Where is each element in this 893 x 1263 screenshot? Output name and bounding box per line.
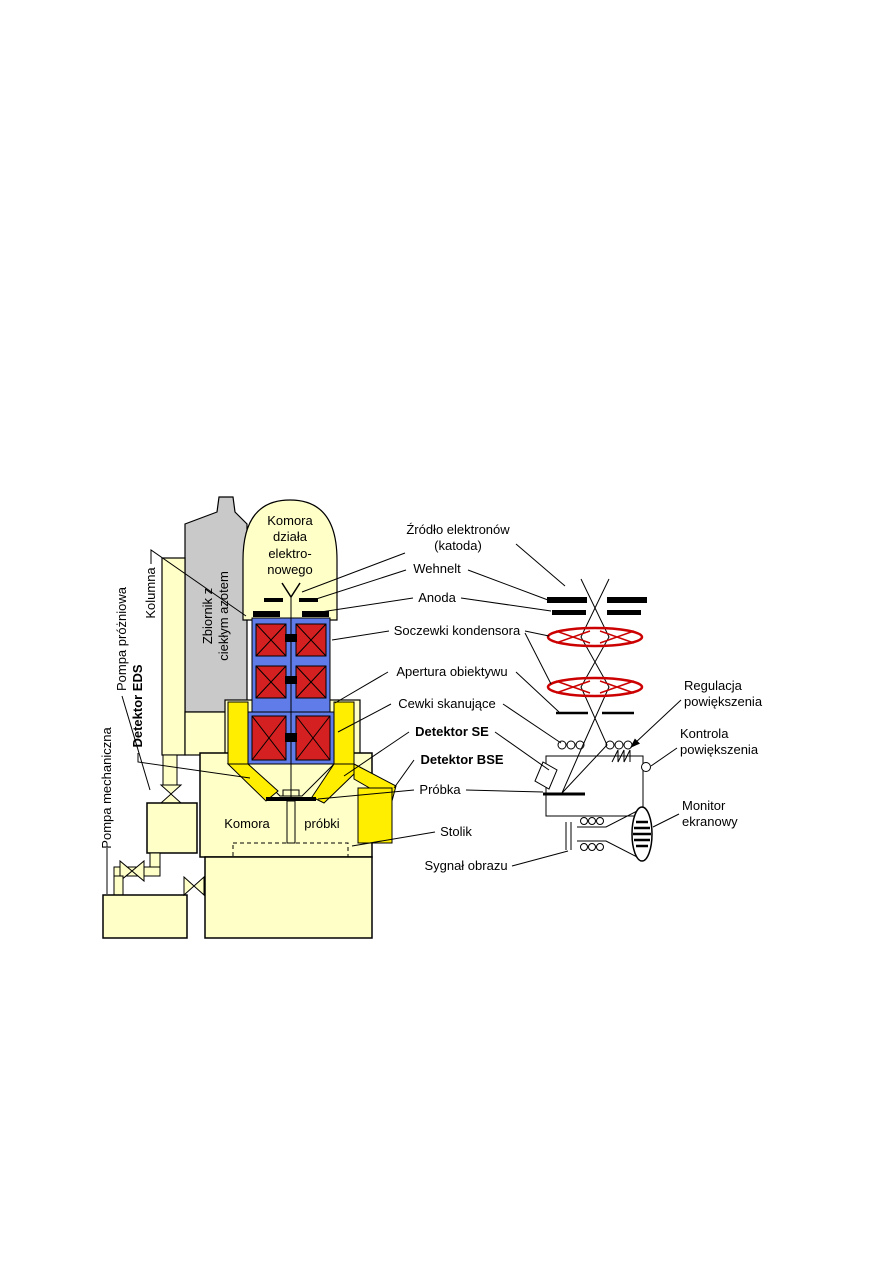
label-probka: Próbka — [419, 782, 461, 797]
gun-chamber-shape — [242, 499, 338, 621]
detectors — [226, 701, 397, 844]
label-gun-chamber: Komora działa elektro- nowego — [267, 513, 313, 578]
eds-detector-shape — [226, 763, 279, 802]
electron-beam-path — [561, 578, 610, 794]
electron-beam-path — [561, 578, 610, 794]
label-soczewki-kondensora: Soczewki kondensora — [393, 623, 521, 638]
label-pompa-prozniowa: Pompa próżniowa — [113, 586, 129, 692]
stage-base-shape — [232, 842, 349, 858]
label-nitrogen-tank: Zbiornik z ciekłym azotem — [200, 571, 233, 661]
scan-coils-icon — [557, 740, 633, 750]
cathode-filament-icon — [281, 582, 301, 599]
label-wehnelt: Wehnelt — [413, 561, 461, 576]
sample-holder-shape — [266, 797, 316, 801]
vacuum-system — [102, 754, 205, 939]
condenser-lens-icon — [546, 676, 644, 698]
gun-label-line2: działa — [273, 529, 307, 545]
gun-label-line3: elektro- — [268, 545, 312, 561]
tank-label-line1: Zbiornik z — [199, 587, 215, 645]
label-detektor-se: Detektor SE — [415, 724, 489, 739]
magnification-knob-icon — [641, 762, 651, 772]
label-pompa-mechaniczna: Pompa mechaniczna — [98, 727, 114, 849]
mechanical-pump-shape — [102, 894, 188, 939]
valve-icon — [159, 784, 183, 804]
label-monitor-ekranowy: Monitor ekranowy — [682, 798, 738, 830]
label-cewki-skanujace: Cewki skanujące — [398, 696, 496, 711]
sawtooth-generator-icon — [611, 749, 631, 763]
valve-icon — [183, 875, 205, 897]
tank-label-line2: ciekłym azotem — [216, 571, 231, 661]
label-sygnal-obrazu: Sygnał obrazu — [424, 858, 508, 873]
deflection-yoke-icon — [580, 817, 604, 851]
sample-stage — [232, 789, 349, 858]
se-detector-icon — [534, 761, 558, 790]
label-anoda: Anoda — [418, 590, 456, 605]
vacuum-pump-shape — [146, 802, 198, 854]
label-detektor-eds: Detektor EDS — [129, 664, 145, 748]
gun-electrodes — [253, 582, 329, 617]
label-zrodlo-elektronow: Źródło elektronów (katoda) — [406, 522, 510, 554]
label-detektor-bse: Detektor BSE — [420, 752, 504, 767]
label-kontrola-powiekszenia: Kontrola powiększenia — [680, 726, 759, 758]
label-stolik: Stolik — [440, 824, 472, 839]
condenser-lens-icon — [546, 626, 644, 648]
valve-icon — [119, 859, 145, 883]
label-chamber-komora: Komora — [224, 816, 270, 831]
label-apertura-obiektywu: Apertura obiektywu — [396, 664, 508, 679]
gun-label-line4: nowego — [267, 561, 313, 577]
label-regulacja-powiekszenia: Regulacja powiększenia — [684, 678, 763, 710]
crt-monitor-schematic — [565, 806, 653, 862]
label-chamber-probki: próbki — [304, 816, 340, 831]
cabinet-shape — [204, 856, 373, 939]
label-kolumna: Kolumna — [142, 567, 158, 619]
gun-label-line1: Komora — [267, 513, 313, 528]
column-lenses — [246, 597, 336, 797]
leader-lines — [106, 543, 680, 894]
se-detector-shape — [311, 763, 355, 804]
electron-optics-schematic — [534, 578, 651, 817]
magnification-arrow — [630, 699, 682, 748]
